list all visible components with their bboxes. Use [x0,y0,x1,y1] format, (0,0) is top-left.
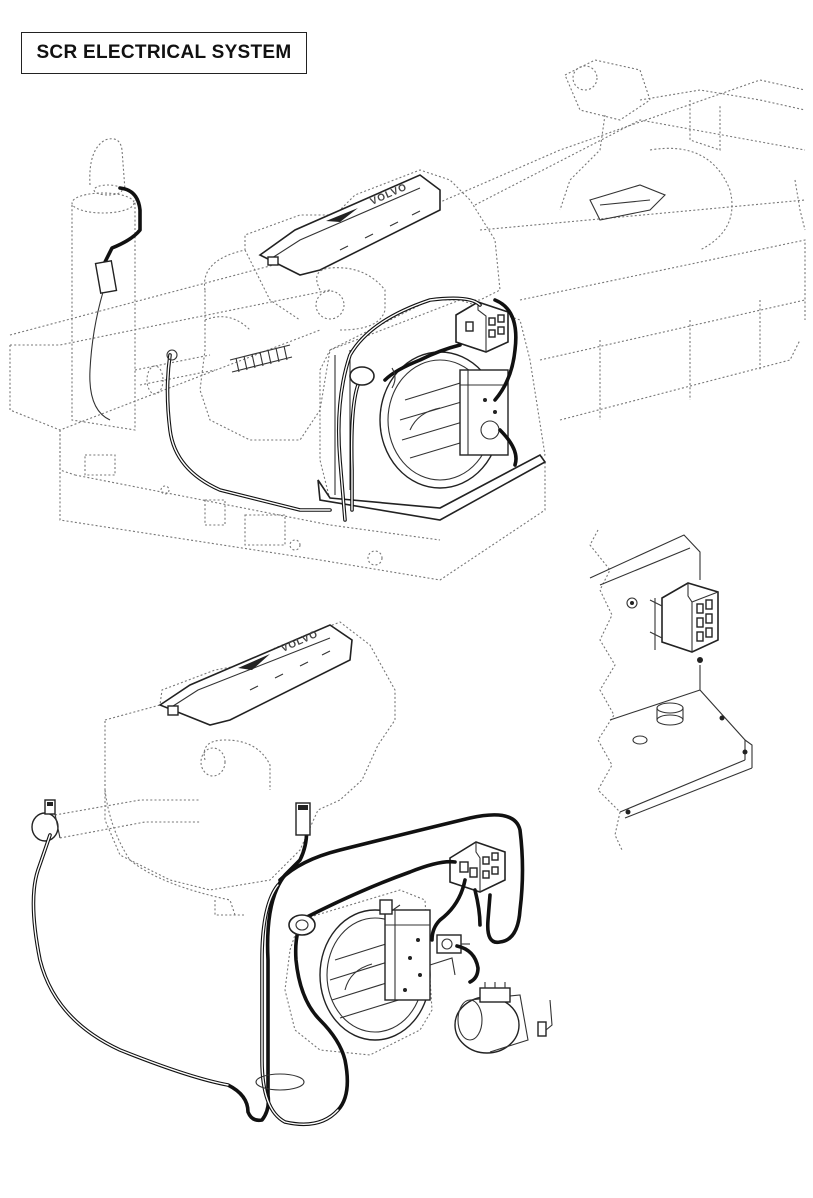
urea-pump [429,934,553,1054]
control-unit-bracket-detail [589,529,753,851]
title-box: SCR ELECTRICAL SYSTEM [21,32,307,74]
harness-routing-view: VOLVO [31,621,553,1127]
overall-chassis-view: VOLVO [9,59,806,581]
bottom-exhaust-sensor [31,799,61,842]
wiring-harness [31,802,525,1127]
page-title: SCR ELECTRICAL SYSTEM [36,42,292,63]
wiring-harness-top [89,186,518,522]
bracket-plate [589,529,753,851]
chassis-frame [9,59,806,581]
bottom-scr-silencer [284,889,433,1056]
bottom-control-unit [449,841,506,893]
detail-control-unit [649,582,719,663]
bottom-engine: VOLVO [54,621,396,916]
engine: VOLVO [199,169,501,441]
control-unit [455,301,509,353]
exhaust-pipe [71,138,216,431]
